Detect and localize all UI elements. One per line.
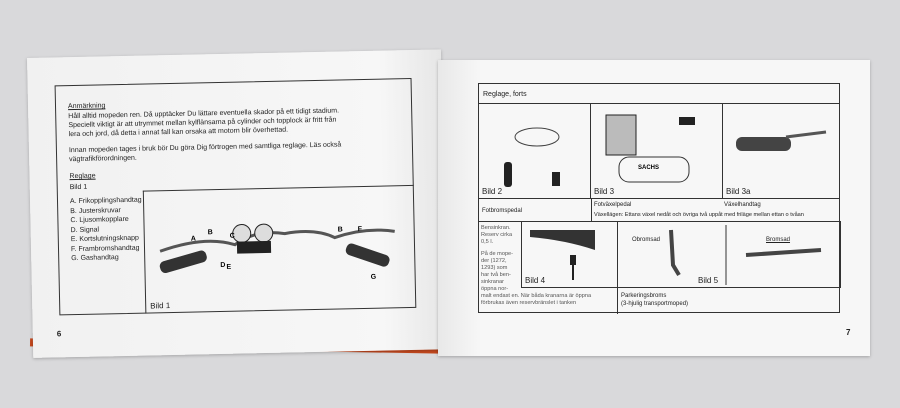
fuel-text: Bensinkran. Reserv cirka 0,5 l. På de mo…: [481, 225, 591, 307]
bottom-row: Bensinkran. Reserv cirka 0,5 l. På de mo…: [478, 221, 841, 314]
figure-letter: B: [338, 226, 343, 233]
intro-line: vägtrafikförordningen.: [69, 154, 137, 164]
fuel-line: Bensinkran.: [481, 225, 511, 231]
right-page: Reglage, forts Bild 2 SACHS Bild 3 Bild …: [438, 60, 870, 356]
label-bromsad: Bromsad: [766, 237, 791, 243]
caption-vaxellagen: Växellägen: Ettans växel nedåt och övrig…: [594, 212, 804, 218]
gear-handle-illustration: [736, 130, 827, 151]
figure-caption: Bild 3a: [726, 187, 751, 196]
figure-caption: Bild 4: [525, 276, 546, 285]
parking-line: Parkeringsbroms: [621, 293, 667, 299]
figure-letter: B: [208, 229, 213, 236]
figure-letter: G: [371, 274, 377, 281]
figure-caption: Bild 5: [698, 276, 719, 285]
figure-label: Bild 1: [69, 183, 88, 192]
parking-line: (3-hjulig transportmoped): [621, 301, 689, 307]
figure-caption: Bild 3: [594, 187, 615, 196]
intro-line: Innan mopeden tages i bruk bör Du göra D…: [68, 141, 342, 155]
content-frame: Anmärkning Håll alltid mopeden ren. Då u…: [54, 77, 417, 316]
fuel-line: 0,5 l.: [481, 239, 494, 245]
section-heading: Reglage, forts: [483, 91, 527, 98]
fuel-line: sinkranar: [481, 279, 505, 285]
figure-letter: C: [230, 233, 235, 240]
figure-letter: D: [220, 262, 225, 269]
fuel-line: öppna nor-: [481, 286, 509, 292]
figure-letter: F: [358, 226, 363, 233]
figure-caption: Bild 2: [482, 187, 503, 196]
caption-vaxelhandtag: Växelhandtag: [724, 202, 761, 208]
heading-row: Reglage, forts: [478, 83, 840, 104]
figure-letter: E: [226, 264, 231, 271]
legend-item: A. Frikopplingshandtag: [69, 196, 142, 206]
figure-letter: A: [191, 236, 196, 243]
fuel-tap-illustration: [530, 230, 595, 280]
left-page: Anmärkning Håll alltid mopeden ren. Då u…: [27, 49, 448, 358]
parking-caption-cell: Parkeringsbroms (3-hjulig transportmoped…: [617, 287, 841, 314]
label-obromsad: Obromsad: [632, 237, 661, 243]
legend-item: G. Gashandtag: [71, 254, 119, 263]
caption-fotvaxelpedal: Fotväxelpedal: [594, 202, 632, 208]
fuel-line: 1293) som: [481, 265, 508, 271]
caption-cell: Fotbromspedal: [478, 198, 592, 222]
handlebar-illustration: A B C D E B F G: [159, 223, 395, 281]
figure-bild-3a: Bild 3a: [722, 103, 840, 199]
figure-bild-3: SACHS Bild 3: [590, 103, 723, 199]
fuel-line: der (1272,: [481, 258, 507, 264]
handlebar-figure: A B C D E B F G Bild 1: [142, 184, 417, 314]
page-number: 7: [846, 328, 851, 337]
brake-pedal-illustration: [504, 127, 560, 187]
figure-bild-2: Bild 2: [478, 103, 591, 199]
engine-brand: SACHS: [638, 165, 659, 171]
legend-list: A. Frikopplingshandtag B. Justerskruvar …: [70, 196, 143, 264]
fuel-line: malt endast en. När båda kranarna är öpp…: [481, 293, 592, 299]
fuel-line: På de mope-: [481, 251, 514, 257]
figure-bild-5: Obromsad Bromsad Bild 5: [617, 221, 841, 288]
note-heading: Anmärkning: [67, 102, 106, 111]
page-number: 6: [56, 329, 62, 339]
fuel-line: har två ben-: [481, 272, 511, 278]
parking-brake-illustration: [669, 225, 822, 285]
figure-caption: Bild 1: [150, 301, 171, 311]
fuel-line: Reserv cirka: [481, 232, 513, 238]
caption-fotbromspedal: Fotbromspedal: [482, 208, 523, 214]
caption-cell: Fotväxelpedal Växelhandtag Växellägen: E…: [591, 198, 840, 222]
figure-bild-4: Bild 4: [521, 221, 618, 288]
section-heading: Reglage: [69, 172, 96, 181]
fuel-line: förbrukas även reservbränslet i tanken: [481, 300, 577, 306]
engine-illustration: SACHS: [605, 114, 695, 183]
